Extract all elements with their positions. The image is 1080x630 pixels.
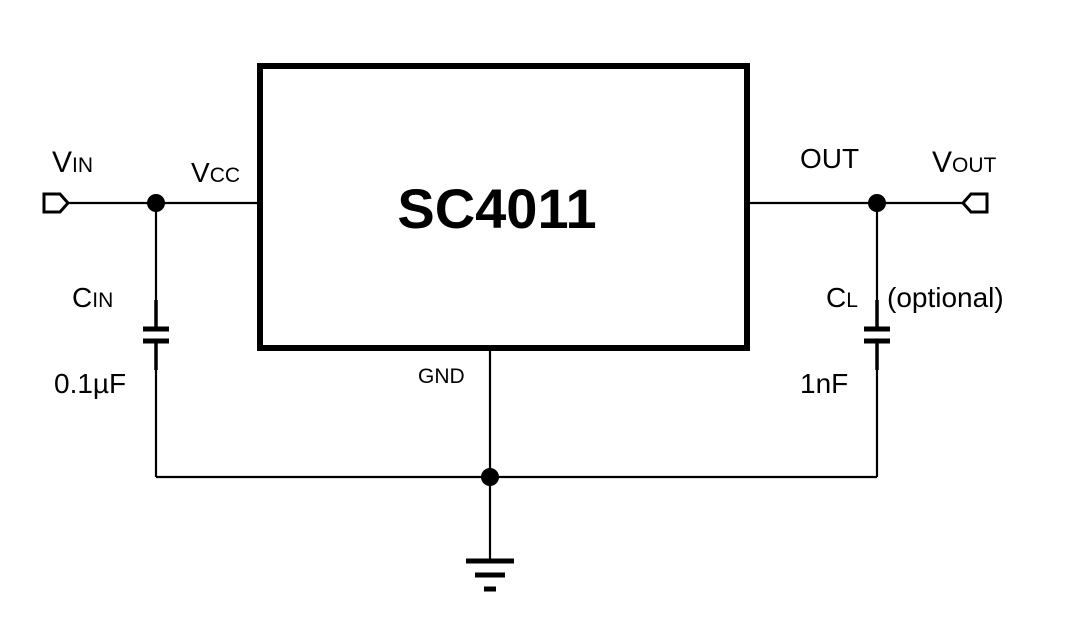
cin-label-main: C bbox=[72, 282, 92, 313]
cl-value: 1nF bbox=[800, 368, 848, 399]
vout-port-icon bbox=[960, 192, 989, 214]
ground-icon bbox=[466, 520, 514, 592]
cl-capacitor bbox=[864, 300, 890, 370]
vout-label-sub: OUT bbox=[952, 154, 997, 177]
cl-label: CL bbox=[826, 282, 858, 313]
vin-port-icon bbox=[42, 192, 71, 214]
out-pin-label: OUT bbox=[800, 143, 859, 174]
cl-label-main: C bbox=[826, 282, 846, 313]
vin-junction-node bbox=[147, 194, 165, 212]
vcc-pin-label-sub: CC bbox=[210, 164, 240, 187]
cl-label-sub: L bbox=[846, 289, 858, 312]
chip-name: SC4011 bbox=[397, 177, 596, 240]
cin-label: CIN bbox=[72, 282, 113, 313]
vout-label-main: V bbox=[932, 146, 952, 179]
vcc-pin-label: VCC bbox=[191, 157, 240, 188]
vout-junction-node bbox=[868, 194, 886, 212]
cin-label-sub: IN bbox=[92, 289, 113, 312]
cl-note: (optional) bbox=[887, 282, 1004, 313]
vin-label: VIN bbox=[52, 146, 93, 179]
vin-label-sub: IN bbox=[72, 154, 93, 177]
cin-capacitor bbox=[143, 300, 169, 370]
vout-label: VOUT bbox=[932, 146, 997, 179]
vin-label-main: V bbox=[52, 146, 72, 179]
gnd-junction-node bbox=[481, 468, 499, 486]
vcc-pin-label-main: V bbox=[191, 157, 210, 188]
ic-body bbox=[257, 63, 750, 351]
gnd-pin-label: GND bbox=[418, 365, 465, 388]
cin-value: 0.1µF bbox=[54, 368, 126, 399]
wires bbox=[68, 201, 963, 520]
